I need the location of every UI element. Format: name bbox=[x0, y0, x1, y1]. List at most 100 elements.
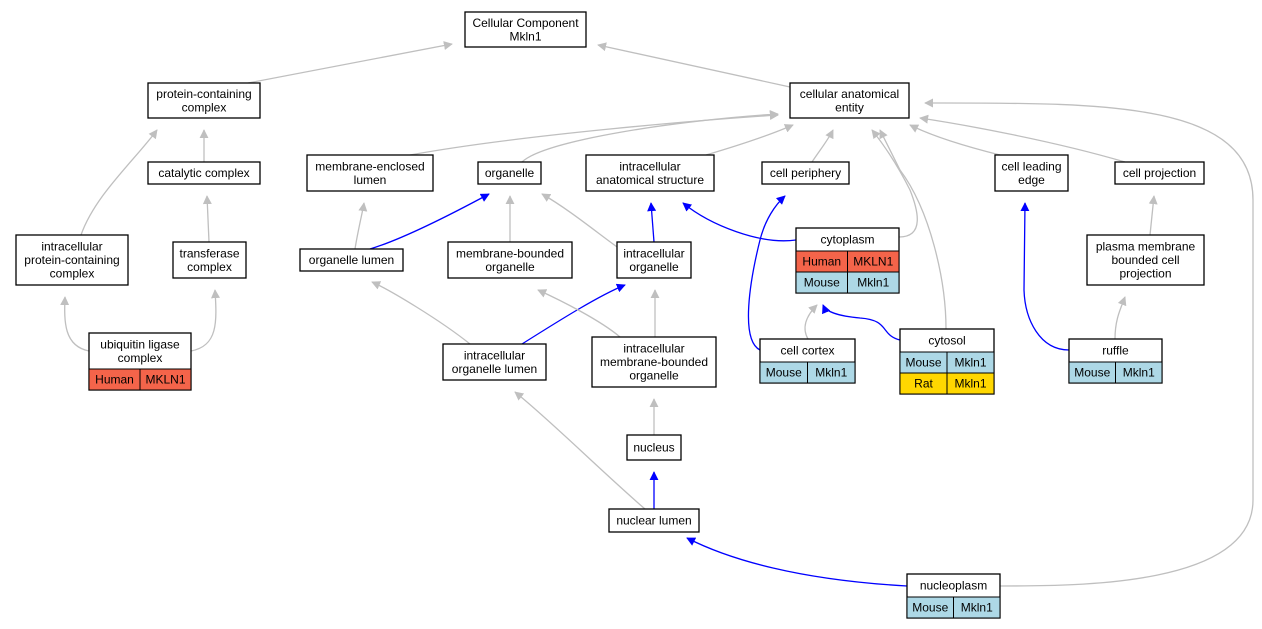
edge-pcc-to-root bbox=[247, 41, 453, 84]
edge-ubl-to-trans bbox=[190, 289, 220, 352]
node-orgl[interactable]: organelle lumen bbox=[299, 248, 404, 272]
node-label: intracellular bbox=[623, 342, 684, 356]
node-box bbox=[1114, 161, 1205, 185]
node-box bbox=[626, 434, 682, 461]
edge-cproj-to-cae bbox=[919, 114, 1126, 163]
node-label: complex bbox=[50, 267, 95, 281]
node-label: complex bbox=[182, 100, 227, 114]
node-label: plasma membrane bbox=[1096, 240, 1196, 254]
node-box bbox=[172, 241, 247, 279]
edge-ias-to-cae bbox=[705, 124, 794, 156]
node-box bbox=[299, 248, 404, 272]
edge-ubl-to-ipcc bbox=[60, 296, 90, 352]
edge-cytosol-to-cyto bbox=[822, 304, 901, 341]
node-box bbox=[442, 343, 547, 381]
node-cat[interactable]: catalytic complex bbox=[147, 161, 261, 185]
gene-cell bbox=[946, 372, 995, 395]
node-box bbox=[147, 161, 261, 185]
edge-ruffle-to-cle bbox=[1020, 202, 1070, 351]
gene-cell bbox=[953, 596, 1001, 619]
node-cper[interactable]: cell periphery bbox=[761, 161, 850, 185]
node-box bbox=[994, 154, 1069, 192]
gene-cell bbox=[847, 271, 900, 294]
edge-cytosol-to-cae bbox=[879, 129, 947, 330]
node-label: cellular anatomical bbox=[800, 87, 899, 101]
node-box bbox=[477, 161, 542, 185]
edge-ccor-to-cper bbox=[747, 195, 786, 351]
node-label: intracellular bbox=[41, 240, 102, 254]
gene-cell bbox=[807, 361, 856, 384]
node-label: membrane-bounded bbox=[456, 246, 564, 260]
node-label: organelle bbox=[485, 166, 535, 180]
node-nuc[interactable]: nucleus bbox=[626, 434, 682, 461]
node-label: organelle bbox=[629, 369, 679, 383]
node-label: nuclear lumen bbox=[616, 514, 691, 528]
edge-nl-to-iol bbox=[514, 391, 646, 510]
node-label: organelle bbox=[485, 260, 535, 274]
node-box bbox=[306, 154, 434, 192]
node-label: organelle bbox=[629, 260, 679, 274]
node-org[interactable]: organelle bbox=[477, 161, 542, 185]
node-box bbox=[761, 161, 850, 185]
node-label: complex bbox=[118, 351, 163, 365]
node-label: intracellular bbox=[623, 246, 684, 260]
edge-pmbcp-to-cproj bbox=[1148, 195, 1158, 236]
node-label: cell cortex bbox=[780, 344, 834, 358]
edge-layer bbox=[60, 41, 1254, 587]
node-label: organelle lumen bbox=[309, 253, 394, 267]
species-name: Human bbox=[802, 255, 841, 269]
gene-symbol: Mkln1 bbox=[954, 356, 986, 370]
node-cproj[interactable]: cell projection bbox=[1114, 161, 1205, 185]
node-box bbox=[15, 234, 129, 286]
species-name: Rat bbox=[914, 377, 933, 391]
edge-ipcc-to-pcc bbox=[80, 129, 158, 236]
species-name: Mouse bbox=[804, 276, 840, 290]
node-label: Cellular Component bbox=[472, 16, 579, 30]
node-label: entity bbox=[835, 100, 864, 114]
node-label: transferase bbox=[179, 246, 239, 260]
edge-mel-to-cae bbox=[409, 111, 779, 156]
node-layer: Cellular ComponentMkln1protein-containin… bbox=[15, 11, 1205, 619]
edge-np-to-nl bbox=[686, 537, 908, 587]
edge-cae-to-root bbox=[597, 42, 791, 88]
edge-cper-to-cae bbox=[811, 129, 834, 163]
node-label: cell leading bbox=[1001, 159, 1061, 173]
node-label: protein-containing bbox=[24, 253, 119, 267]
species-name: Mouse bbox=[912, 601, 948, 615]
node-box bbox=[464, 11, 587, 48]
edge-iol-to-iorg bbox=[521, 283, 626, 345]
node-nl[interactable]: nuclear lumen bbox=[608, 508, 700, 533]
edge-orgl-to-org bbox=[369, 193, 490, 250]
node-label: Mkln1 bbox=[509, 29, 541, 43]
gene-symbol: Mkln1 bbox=[954, 377, 986, 391]
species-name: Human bbox=[95, 373, 134, 387]
edge-trans-to-cat bbox=[202, 195, 212, 243]
edge-cyto-to-ias bbox=[682, 202, 797, 242]
node-label: ubiquitin ligase bbox=[100, 337, 180, 351]
node-label: cytosol bbox=[928, 334, 965, 348]
species-name: Mouse bbox=[1074, 366, 1110, 380]
edge-cyto-to-cae bbox=[871, 129, 918, 238]
edge-ccor-to-cyto bbox=[804, 304, 818, 340]
node-box bbox=[585, 154, 715, 192]
